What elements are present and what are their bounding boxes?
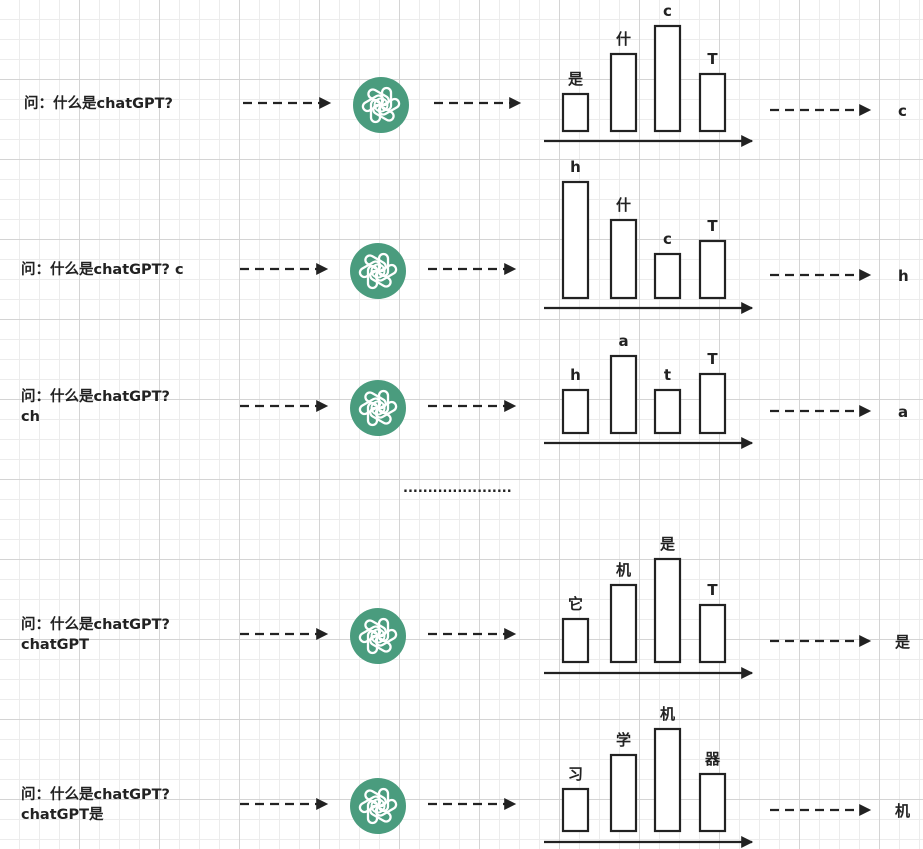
probability-bar	[653, 557, 682, 664]
logo-emblem	[361, 86, 401, 124]
bar-token-label: 什	[616, 196, 631, 214]
bar-token-label: 是	[567, 70, 584, 88]
probability-bar	[561, 617, 590, 664]
output-token: c	[898, 102, 907, 120]
row-2: 问：什么是chatGPT? c h 什 c Th	[21, 158, 909, 314]
bar-token-label: h	[570, 158, 581, 176]
probability-bar	[561, 92, 590, 133]
output-token: 机	[895, 802, 910, 820]
logo-emblem	[358, 389, 398, 427]
bar-token-label: 它	[568, 595, 583, 613]
probability-bar	[653, 388, 682, 435]
probability-bar	[653, 727, 682, 833]
question-text-line: 问：什么是chatGPT?	[24, 94, 173, 112]
probability-bar	[698, 239, 727, 300]
bar-token-label: 什	[616, 30, 631, 48]
probability-bar	[653, 252, 682, 300]
bar-token-label: T	[707, 581, 718, 599]
probability-bar	[609, 354, 638, 435]
probability-bar	[698, 772, 727, 833]
logo-core	[370, 400, 386, 416]
logo-core	[370, 263, 386, 279]
logo-emblem	[358, 787, 398, 825]
logo-emblem	[358, 617, 398, 655]
probability-bar	[653, 24, 682, 133]
question-text-line: 问：什么是chatGPT?	[21, 387, 170, 405]
probability-bar	[698, 372, 727, 435]
probability-bar	[609, 52, 638, 133]
bar-token-label: 机	[616, 561, 631, 579]
bar-token-label: t	[664, 366, 671, 384]
question-text-line: ch	[21, 409, 40, 425]
probability-bar	[561, 180, 590, 300]
openai-logo-icon	[350, 608, 406, 664]
output-token: h	[898, 267, 909, 285]
probability-bar	[561, 388, 590, 435]
probability-bar	[561, 787, 590, 833]
bar-token-label: a	[618, 332, 628, 350]
probability-bar	[609, 583, 638, 664]
probability-bar	[609, 218, 638, 300]
row-3: 问：什么是chatGPT? ch h a t Ta	[21, 332, 908, 449]
bar-token-label: T	[707, 50, 718, 68]
openai-logo-icon	[350, 778, 406, 834]
question-text-line: 问：什么是chatGPT?	[21, 785, 170, 803]
output-token: 是	[894, 633, 911, 651]
logo-core	[370, 628, 386, 644]
bar-token-label: 学	[616, 731, 631, 749]
ellipsis-separator: ......................	[403, 481, 512, 496]
question-text-line: 问：什么是chatGPT? c	[21, 260, 184, 278]
output-token: a	[898, 403, 908, 421]
bar-token-label: 器	[704, 750, 721, 768]
openai-logo-icon	[350, 243, 406, 299]
question-text-line: 问：什么是chatGPT?	[21, 615, 170, 633]
logo-emblem	[358, 252, 398, 290]
bar-token-label: 习	[568, 765, 583, 783]
openai-logo-icon	[350, 380, 406, 436]
bar-token-label: c	[663, 230, 672, 248]
bar-token-label: c	[663, 2, 672, 20]
probability-bar	[698, 72, 727, 133]
logo-core	[373, 97, 389, 113]
bar-token-label: 机	[660, 705, 675, 723]
probability-bar	[698, 603, 727, 664]
logo-core	[370, 798, 386, 814]
question-text-line: chatGPT	[21, 637, 89, 653]
question-text-line: chatGPT是	[21, 806, 104, 823]
bar-token-label: T	[707, 350, 718, 368]
probability-bar	[609, 753, 638, 833]
bar-token-label: 是	[659, 535, 676, 553]
bar-token-label: T	[707, 217, 718, 235]
bar-token-label: h	[570, 366, 581, 384]
openai-logo-icon	[353, 77, 409, 133]
